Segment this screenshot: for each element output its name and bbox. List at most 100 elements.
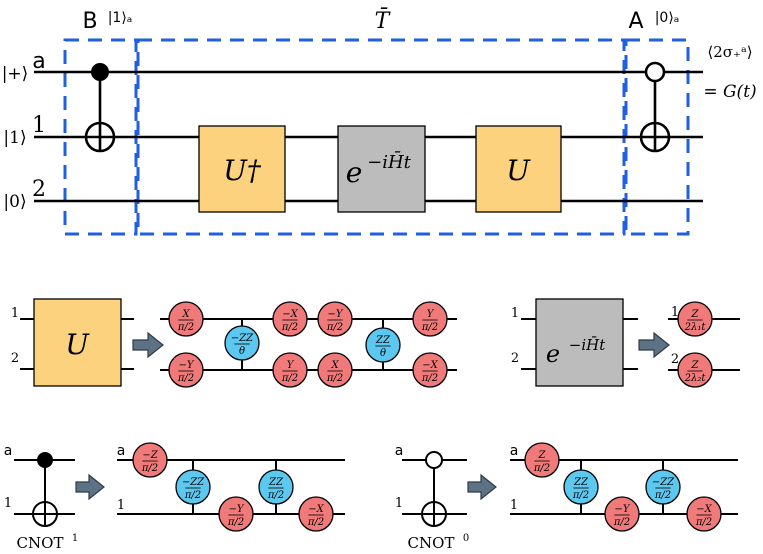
caption-cnot-0-sup: 0 (463, 533, 469, 544)
gate-angle-label: π/2 (141, 463, 158, 474)
arrow-icon (75, 473, 105, 501)
gate-angle-label: π/2 (533, 463, 550, 474)
wire-label-1: 1 (4, 496, 12, 511)
two-qubit-gate: ZZ π/2 (563, 469, 599, 505)
gate-axis-label: ZZ (375, 335, 391, 346)
wire-label-1: 1 (511, 306, 519, 321)
gate-axis-label: Y (427, 309, 435, 320)
gate-axis-label: −Y (229, 504, 245, 515)
wire-label-2: 2 (32, 177, 46, 202)
single-qubit-gate: Yπ/2 (412, 301, 448, 337)
wire-label-2: 2 (511, 351, 519, 366)
two-qubit-gate: −ZZθ (224, 325, 260, 361)
single-qubit-gate: −Y π/2 (604, 496, 640, 532)
gate-angle-label: π/2 (326, 373, 343, 384)
single-qubit-gate: −Xπ/2 (412, 352, 448, 388)
gate-axis-label: X (330, 360, 339, 371)
svg-text:U: U (506, 154, 531, 187)
cnot-0-symbol (421, 451, 447, 527)
gate-axis-label: −X (282, 309, 298, 320)
gate-evolution-box (535, 298, 624, 387)
gate-angle-label: π/2 (613, 517, 630, 528)
caption-cnot-1-sup: 1 (72, 533, 78, 544)
gate-axis-label: Z (538, 450, 547, 461)
single-qubit-gate: Z 2λ₂t (677, 352, 713, 388)
gate-angle-label: π/2 (326, 322, 343, 333)
gate-angle-label: π/2 (695, 517, 712, 528)
gate-evolution: e −iH̄t (337, 125, 426, 213)
gate-angle-label: π/2 (177, 322, 194, 333)
gate-angle-label: π/2 (177, 373, 194, 384)
cnot-1-symbol (32, 452, 58, 527)
cnot-control-0 (639, 61, 671, 153)
gate-axis-label: −X (308, 504, 324, 515)
gate-angle-label: π/2 (572, 490, 589, 501)
single-qubit-gate: −Yπ/2 (168, 352, 204, 388)
output-G: = G(t) (703, 82, 756, 102)
input-state-2: |0⟩ (3, 192, 26, 212)
arrow-icon (638, 331, 670, 359)
wire-label-a: a (395, 443, 404, 459)
wire-label-1: 1 (117, 498, 125, 513)
gate-axis-label: Z (691, 360, 700, 371)
gate-angle-label: 2λ₂t (684, 373, 707, 384)
cnot-control-1 (84, 63, 116, 153)
caption-cnot-0: CNOT (408, 534, 455, 552)
wire-label-1: 1 (395, 496, 403, 511)
gate-axis-label: −X (696, 504, 712, 515)
gate-axis-label: X (181, 309, 190, 320)
gate-axis-label: −Y (328, 309, 344, 320)
gate-angle-label: 2λ₁t (684, 322, 707, 333)
input-state-1: |1⟩ (3, 128, 26, 148)
gate-angle-label: π/2 (281, 373, 298, 384)
gate-axis-label: Y (287, 360, 295, 371)
svg-text:e: e (346, 156, 363, 189)
top-circuit: B |1⟩ₐ T̄ A |0⟩ₐ |+⟩ |1⟩ |0⟩ a 1 2 (2, 7, 757, 236)
gate-angle-label: π/2 (654, 490, 671, 501)
label-T: T̄ (375, 7, 392, 34)
single-qubit-gate: −Y π/2 (317, 301, 353, 337)
gate-U-box (33, 298, 122, 387)
svg-text:−iH̄t: −iH̄t (367, 150, 412, 173)
gate-angle-label: θ (239, 346, 245, 357)
single-qubit-gate: −Zπ/2 (132, 442, 168, 478)
gate-axis-label: ZZ (573, 477, 589, 488)
gate-axis-label: −Y (615, 504, 631, 515)
wire-label-a: a (117, 443, 126, 459)
label-A-state: |0⟩ₐ (655, 10, 680, 26)
gate-angle-label: π/2 (227, 517, 244, 528)
wire-label-2: 2 (671, 352, 679, 367)
two-qubit-gate: −ZZπ/2 (175, 469, 211, 505)
wire-label-a: a (510, 443, 519, 459)
single-qubit-gate: Yπ/2 (272, 352, 308, 388)
arrow-icon (467, 473, 497, 501)
single-qubit-gate: Zπ/2 (524, 442, 560, 478)
gate-angle-label: π/2 (184, 490, 201, 501)
gate-evolution-base: e (546, 340, 560, 368)
label-B: B (82, 9, 97, 34)
label-B-state: |1⟩ₐ (108, 10, 133, 26)
wire-label-1: 1 (510, 498, 518, 513)
gate-evolution-exponent: −iH̄t (569, 336, 606, 354)
single-qubit-gate: −X π/2 (686, 496, 722, 532)
wire-label-a: a (32, 49, 45, 74)
gate-U: U (475, 125, 562, 213)
gate-U-label: U (65, 328, 90, 361)
caption-cnot-1: CNOT (17, 534, 64, 552)
gate-angle-label: π/2 (421, 373, 438, 384)
gate-axis-label: −ZZ (652, 477, 675, 488)
gate-angle-label: π/2 (281, 322, 298, 333)
wire-label-1: 1 (32, 113, 46, 138)
wire-label-1: 1 (671, 305, 679, 320)
svg-text:U†: U† (223, 154, 262, 187)
mid-left-decomposition: 1 2 U Xπ/2−Yπ/2−ZZθ−Xπ/2Yπ/2−Yπ/2Xπ/2ZZθ… (11, 298, 457, 388)
single-qubit-gate: Xπ/2 (317, 352, 353, 388)
gate-U-dagger: U† (198, 125, 286, 213)
two-qubit-gate: ZZπ/2 (258, 469, 294, 505)
output-expectation: ⟨2σ₊ᵃ⟩ (707, 43, 752, 61)
gate-angle-label: π/2 (421, 322, 438, 333)
